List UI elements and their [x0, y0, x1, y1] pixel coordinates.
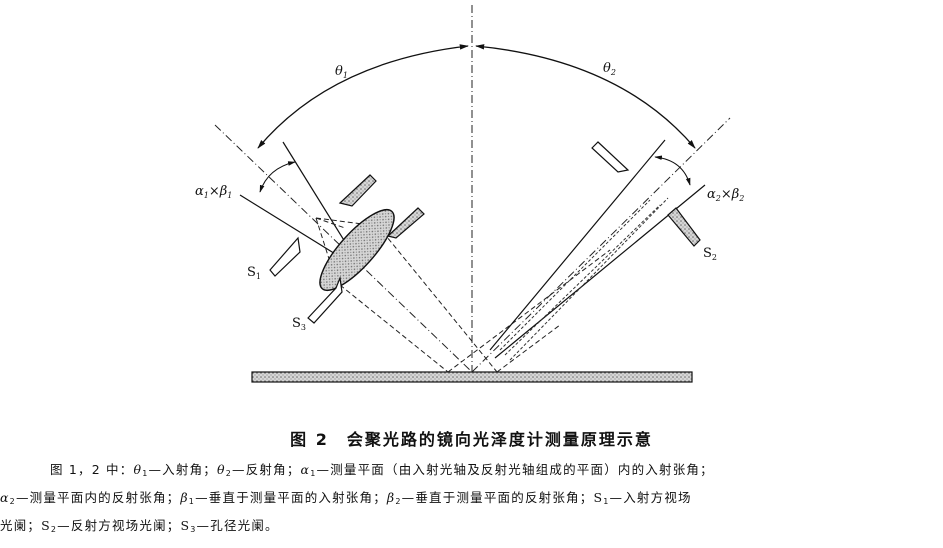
lens-right-blade — [386, 207, 425, 239]
sample-plate — [251, 371, 693, 383]
label-theta1: θ1 — [335, 64, 348, 80]
alpha2-arc — [654, 155, 691, 186]
reflected-beam-upper — [489, 139, 666, 351]
incident-beam-lower — [239, 194, 346, 261]
S1-stop — [269, 236, 301, 277]
label-S2: S2 — [703, 246, 717, 262]
legend-line-1: 图 1，2 中：θ1—入射角；θ2—反射角；α1—测量平面（由入射光轴及反射光轴… — [50, 462, 714, 478]
S3-aperture-stop — [307, 275, 343, 324]
S2-stop — [667, 207, 701, 247]
label-alpha2-beta2: α2×β2 — [707, 187, 744, 203]
reflected-dashed-rays — [499, 197, 669, 361]
alpha1-arc — [259, 161, 296, 193]
figure-title: 会聚光路的镜向光泽度计测量原理示意 — [346, 430, 653, 449]
legend-line-3: 光阑；S2—反射方视场光阑；S3—孔径光阑。 — [0, 518, 279, 534]
theta1-arc — [257, 44, 469, 149]
legend-item-S1-part1: —入射方 — [609, 490, 665, 505]
figure-caption: 图 2 会聚光路的镜向光泽度计测量原理示意 — [0, 426, 943, 450]
label-S3: S3 — [292, 316, 306, 332]
label-theta2: θ2 — [603, 61, 616, 77]
legend-line-2: α2—测量平面内的反射张角；β1—垂直于测量平面的入射张角；β2—垂直于测量平面… — [0, 490, 692, 506]
incident-upper-blade — [338, 174, 377, 207]
gloss-measurement-diagram: θ1 θ2 α1×β1 α2×β2 S1 S2 S3 — [195, 5, 744, 383]
figure-legend: 图 1，2 中：θ1—入射角；θ2—反射角；α1—测量平面（由入射光轴及反射光轴… — [0, 458, 940, 542]
theta2-arc — [475, 44, 696, 149]
lens — [319, 209, 395, 291]
figure-number: 图 2 — [290, 430, 329, 449]
label-alpha1-beta1: α1×β1 — [195, 184, 232, 200]
reflected-upper-blade — [591, 141, 630, 173]
label-S1: S1 — [247, 265, 261, 281]
